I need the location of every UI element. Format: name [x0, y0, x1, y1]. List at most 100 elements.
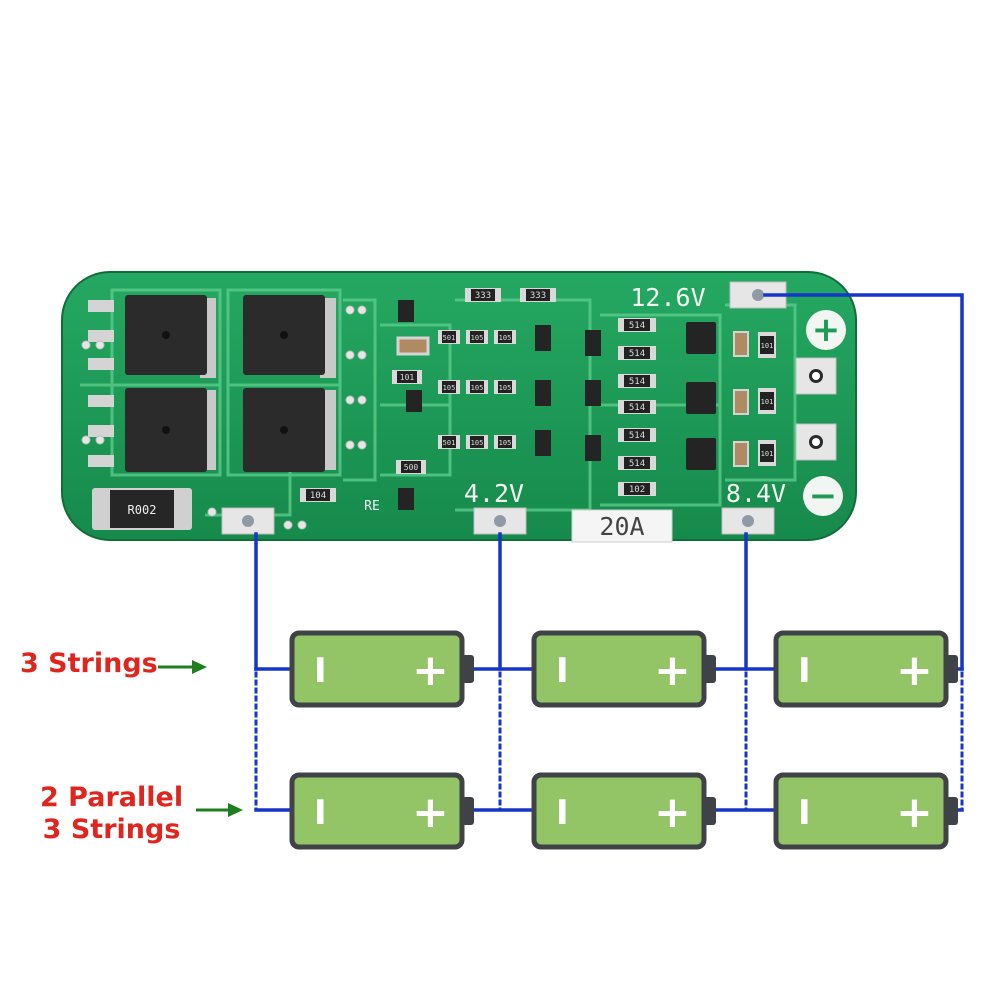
current-rating-box: 20A [571, 509, 673, 543]
resistor-101-r2: 101 [758, 388, 776, 414]
label-two-parallel-three-strings: 2 Parallel 3 Strings [40, 782, 183, 846]
label-two-parallel-line1: 2 Parallel [40, 782, 184, 813]
svg-text:514: 514 [629, 431, 645, 441]
resistor-333-a: 333 [465, 288, 501, 302]
battery-cells: I+I+I+I+I+I+ [289, 630, 958, 850]
label-two-parallel-line2: 3 Strings [42, 814, 181, 845]
resistor-101-left: 101 [392, 370, 422, 384]
svg-text:102: 102 [629, 485, 645, 495]
voltage-label-4-2v: 4.2V [464, 479, 524, 508]
resistor-514-6: 514 [618, 456, 656, 470]
battery-cell-r2c1: I+ [289, 772, 474, 850]
pad-8-4v [721, 507, 775, 535]
resistor-105-d: 105 [466, 380, 488, 394]
shunt-code: R002 [128, 503, 157, 517]
svg-text:514: 514 [629, 349, 645, 359]
pad-bminus [221, 507, 275, 535]
capacitors [396, 331, 749, 467]
battery-terminal-cap [462, 797, 474, 825]
voltage-label-12-6v: 12.6V [630, 283, 705, 312]
battery-cell-r1c3: I+ [773, 630, 958, 708]
battery-negative-icon: I [798, 651, 811, 691]
negative-icon: − [803, 476, 843, 516]
battery-terminal-cap [704, 797, 716, 825]
battery-positive-icon: + [896, 787, 933, 838]
svg-text:501: 501 [443, 334, 456, 342]
mosfet-q3 [88, 388, 216, 472]
wiring [254, 293, 964, 812]
svg-text:500: 500 [404, 463, 419, 472]
svg-text:514: 514 [629, 403, 645, 413]
ics [398, 300, 716, 510]
resistor-105-e: 105 [494, 380, 516, 394]
svg-text:105: 105 [499, 439, 512, 447]
battery-negative-icon: I [556, 651, 569, 691]
arrow-three-strings [158, 660, 207, 674]
svg-text:105: 105 [471, 439, 484, 447]
battery-terminal-cap [462, 655, 474, 683]
battery-positive-icon: + [896, 645, 933, 696]
wire-12-6v [763, 293, 964, 671]
resistor-501-a: 501 [438, 330, 460, 344]
mosfet-q4 [243, 388, 336, 472]
mosfet-q2 [243, 295, 336, 378]
battery-negative-icon: I [556, 793, 569, 833]
battery-positive-icon: + [412, 787, 449, 838]
pcb-board: R002 333 333 501 105 105 101 105 105 105… [61, 271, 857, 543]
positive-icon: + [806, 310, 846, 350]
battery-terminal-cap [946, 655, 958, 683]
mosfet-q1 [88, 295, 216, 378]
svg-text:514: 514 [629, 321, 645, 331]
battery-negative-icon: I [314, 793, 327, 833]
pad-p-minus [795, 423, 837, 461]
battery-cell-r2c3: I+ [773, 772, 958, 850]
solder-pads [221, 281, 837, 535]
resistor-333-b: 333 [520, 288, 556, 302]
svg-text:101: 101 [761, 450, 774, 458]
resistor-501-b: 501 [438, 435, 460, 449]
svg-text:333: 333 [530, 291, 546, 301]
svg-text:105: 105 [471, 334, 484, 342]
resistor-514-1: 514 [618, 318, 656, 332]
svg-text:101: 101 [761, 398, 774, 406]
label-three-strings: 3 Strings [20, 648, 158, 679]
pad-p-plus [795, 357, 837, 395]
pad-4-2v [473, 507, 527, 535]
svg-text:101: 101 [400, 373, 415, 382]
battery-cell-r1c2: I+ [531, 630, 716, 708]
resistor-104: 104 [300, 488, 336, 502]
battery-terminal-cap [704, 655, 716, 683]
resistor-105-b: 105 [494, 330, 516, 344]
resistor-102: 102 [618, 482, 656, 496]
svg-text:−: − [809, 476, 838, 516]
resistor-105-a: 105 [466, 330, 488, 344]
svg-text:514: 514 [629, 377, 645, 387]
resistor-514-5: 514 [618, 428, 656, 442]
svg-text:333: 333 [475, 291, 491, 301]
arrow-two-parallel [196, 803, 243, 817]
battery-terminal-cap [946, 797, 958, 825]
re-label: RE [364, 499, 380, 514]
battery-positive-icon: + [412, 645, 449, 696]
smd-resistors: 333 333 501 105 105 101 105 105 105 501 … [300, 288, 776, 502]
svg-text:104: 104 [310, 491, 326, 501]
svg-text:105: 105 [471, 384, 484, 392]
voltage-label-8-4v: 8.4V [726, 479, 786, 508]
resistor-514-4: 514 [618, 400, 656, 414]
svg-text:514: 514 [629, 459, 645, 469]
current-rating-label: 20A [599, 512, 644, 541]
battery-negative-icon: I [798, 793, 811, 833]
shunt-resistor: R002 [92, 488, 192, 530]
resistor-105-g: 105 [494, 435, 516, 449]
svg-text:105: 105 [499, 384, 512, 392]
svg-text:101: 101 [761, 342, 774, 350]
resistor-514-2: 514 [618, 346, 656, 360]
resistor-101-r3: 101 [758, 440, 776, 466]
resistor-514-3: 514 [618, 374, 656, 388]
resistor-500: 500 [396, 460, 426, 474]
battery-cell-r2c2: I+ [531, 772, 716, 850]
battery-positive-icon: + [654, 787, 691, 838]
battery-positive-icon: + [654, 645, 691, 696]
svg-text:105: 105 [499, 334, 512, 342]
